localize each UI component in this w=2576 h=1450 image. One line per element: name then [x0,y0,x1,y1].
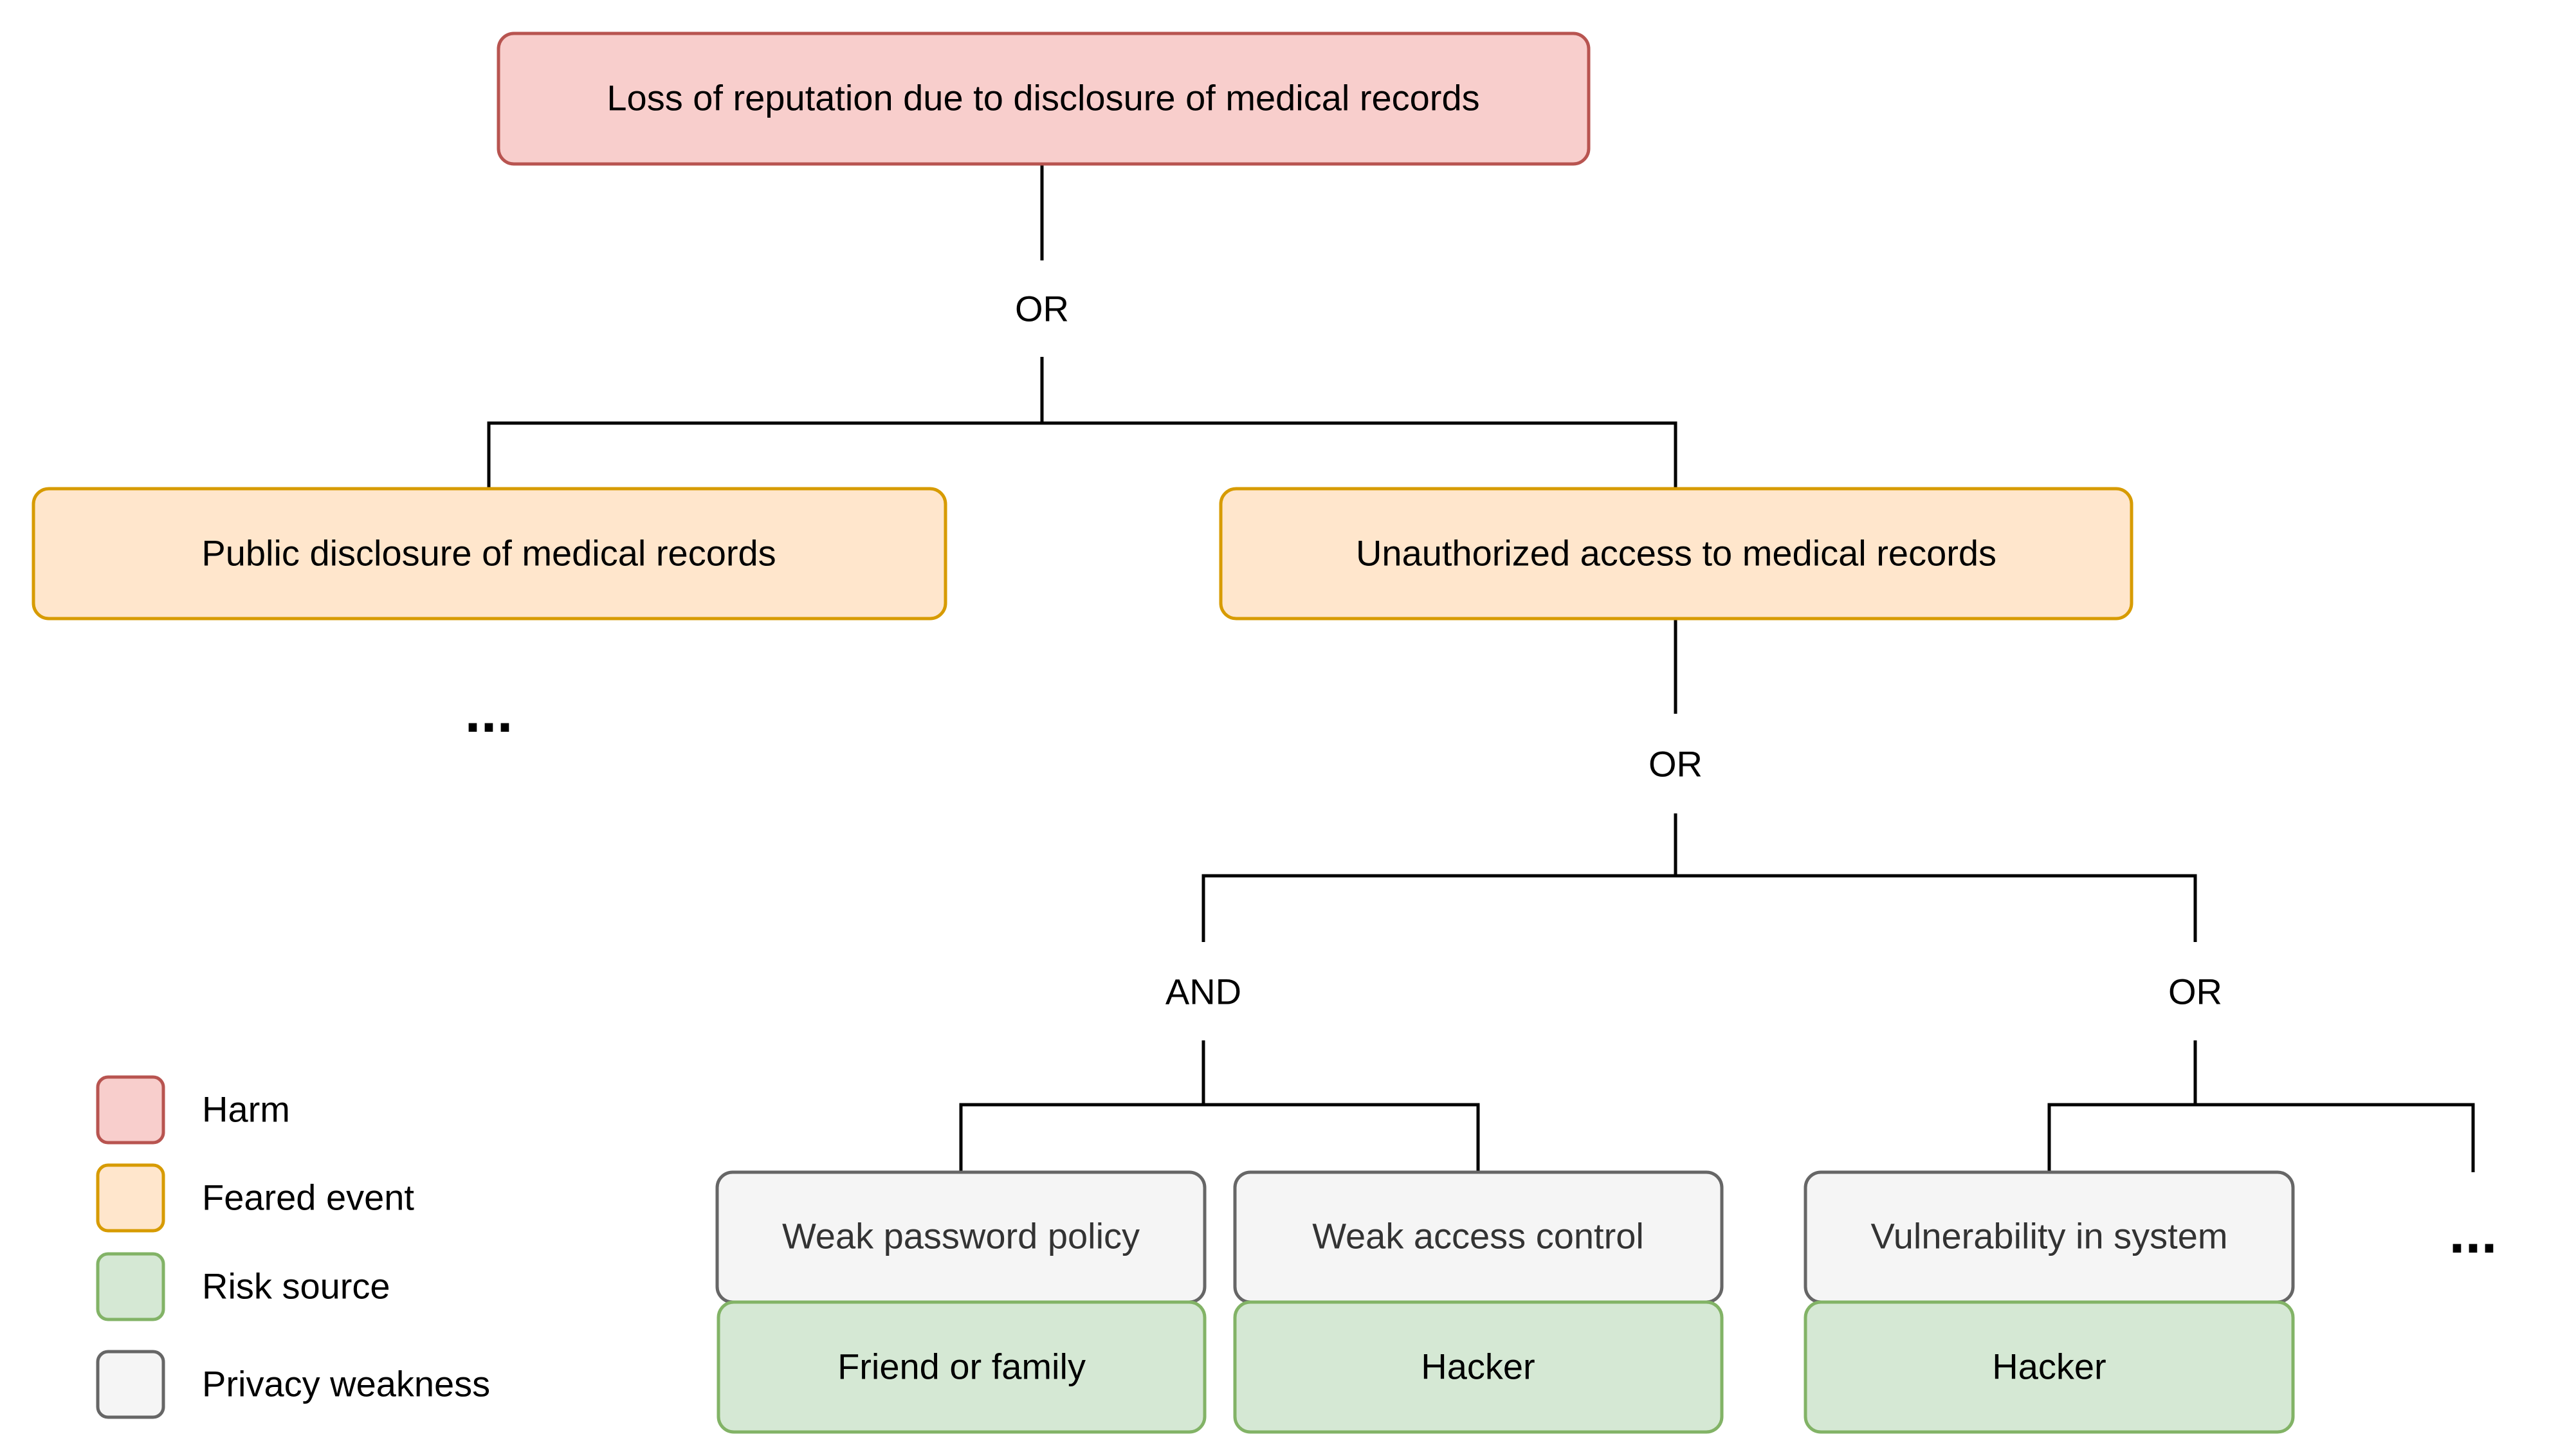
legend-label-harm: Harm [202,1089,290,1130]
edge-gate-mid-branches [1201,813,2197,942]
harm-node-label: Loss of reputation due to disclosure of … [607,78,1479,118]
ellipsis-left: ... [464,680,513,745]
legend-item-risk-source: Risk source [96,1252,390,1321]
hacker-2-label: Hacker [1992,1346,2106,1387]
weak-password-label: Weak password policy [782,1216,1140,1256]
harm-node-box [497,32,1591,166]
vulnerability-label: Vulnerability in system [1870,1216,2227,1256]
friend-label: Friend or family [837,1346,1086,1387]
legend-label-feared-event: Feared event [202,1177,414,1218]
public-disclosure-box [32,487,947,621]
public-disclosure-label: Public disclosure of medical records [201,533,776,574]
harm-node: Loss of reputation due to disclosure of … [497,32,1591,166]
risk-source-hacker-1: Hacker [1233,1300,1724,1434]
edge-gate-top-branches [487,357,1677,487]
gate-right-or: OR [2168,972,2222,1012]
edge-gate-right-branches [2047,1040,2475,1172]
hacker-1-box [1233,1300,1724,1434]
weakness-weak-password-policy: Weak password policy [715,1170,1207,1304]
weakness-weak-access-control: Weak access control [1233,1170,1724,1304]
legend-item-privacy-weakness: Privacy weakness [96,1350,490,1419]
legend-label-risk-source: Risk source [202,1266,390,1307]
legend-item-harm: Harm [96,1075,290,1145]
legend-item-feared-event: Feared event [96,1163,414,1233]
friend-box [717,1300,1207,1434]
gate-mid-or: OR [1649,744,1703,784]
legend-swatch-risk-source [96,1252,165,1321]
gate-top-or: OR [1015,289,1069,329]
feared-event-unauthorized-access: Unauthorized access to medical records [1219,487,2133,621]
ellipsis-right: ... [2449,1201,2497,1265]
hacker-2-box [1804,1300,2295,1434]
risk-source-hacker-2: Hacker [1804,1300,2295,1434]
legend-swatch-harm [96,1075,165,1145]
edges [487,164,2475,1172]
legend-swatch-feared-event [96,1163,165,1233]
legend: Harm Feared event Risk source Privacy we… [96,1075,490,1419]
edge-gate-and-branches [959,1040,1480,1172]
feared-event-public-disclosure: Public disclosure of medical records [32,487,947,621]
legend-label-privacy-weakness: Privacy weakness [202,1364,490,1404]
hacker-1-label: Hacker [1421,1346,1535,1387]
risk-source-friend-or-family: Friend or family [717,1300,1207,1434]
unauthorized-access-label: Unauthorized access to medical records [1356,533,1996,574]
weak-access-label: Weak access control [1312,1216,1644,1256]
gate-and: AND [1165,972,1241,1012]
legend-swatch-privacy-weakness [96,1350,165,1419]
unauthorized-access-box [1219,487,2133,621]
weakness-vulnerability-in-system: Vulnerability in system [1804,1170,2295,1304]
